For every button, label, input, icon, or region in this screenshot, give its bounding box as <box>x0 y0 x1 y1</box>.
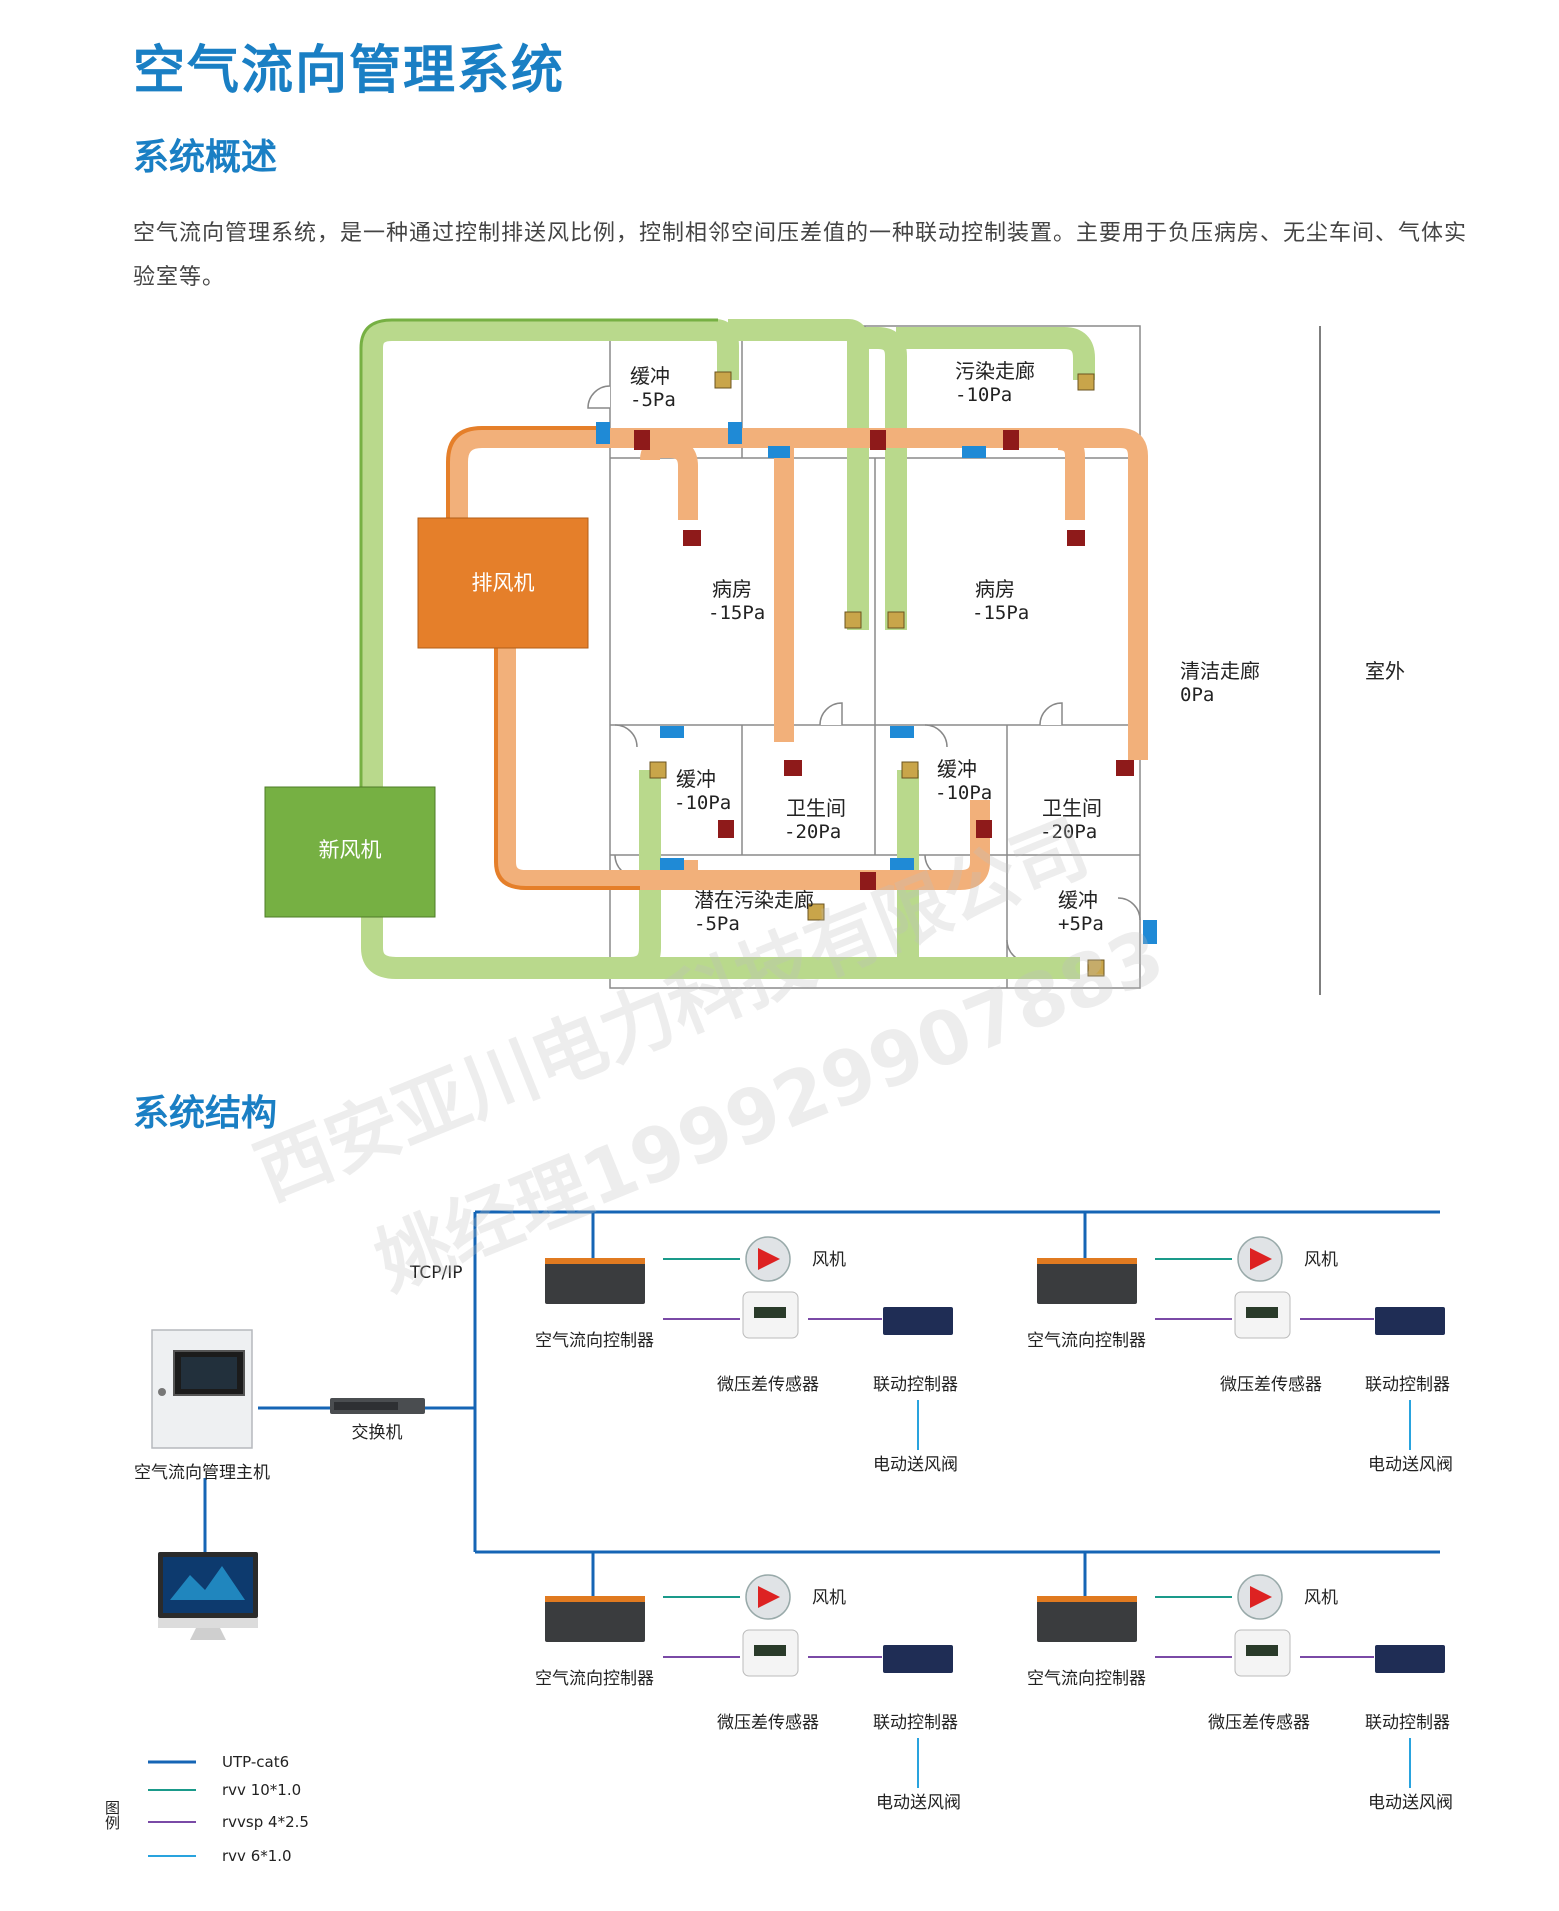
fan-label: 风机 <box>812 1250 846 1270</box>
fan-label: 风机 <box>1304 1588 1338 1608</box>
overview-heading: 系统概述 <box>133 137 278 178</box>
controller-label: 空气流向控制器 <box>1027 1669 1146 1689</box>
sensor-label: 微压差传感器 <box>717 1713 819 1733</box>
airflow-floorplan: 排风机 新风机 缓冲 -5Pa <box>264 318 1405 995</box>
legend-item: UTP-cat6 <box>222 1753 289 1771</box>
room-name: 缓冲 <box>937 757 977 781</box>
room-pressure: -20Pa <box>1040 821 1097 843</box>
room-pressure: -20Pa <box>784 821 841 843</box>
linkage-label: 联动控制器 <box>873 1375 958 1395</box>
exhaust-fan-label: 排风机 <box>472 571 535 595</box>
room-pressure: 0Pa <box>1180 684 1214 706</box>
legend-title: 图例 <box>103 1800 121 1831</box>
linkage-controller-icon <box>1375 1307 1445 1335</box>
room-name: 卫生间 <box>1042 796 1102 820</box>
room-pressure: -10Pa <box>935 782 992 804</box>
legend-item: rvv 6*1.0 <box>222 1847 292 1865</box>
controller-icon <box>545 1262 645 1304</box>
room-labels: 缓冲 -5Pa 污染走廊 -10Pa 病房 -15Pa 病房 -15Pa 缓冲 … <box>630 359 1405 935</box>
page-title: 空气流向管理系统 <box>133 41 566 101</box>
controller-icon <box>1037 1262 1137 1304</box>
structure-heading: 系统结构 <box>133 1093 278 1134</box>
room-name: 缓冲 <box>630 364 670 388</box>
room-pressure: -15Pa <box>972 602 1029 624</box>
room-name: 卫生间 <box>786 796 846 820</box>
fan-label: 风机 <box>812 1588 846 1608</box>
sensor-label: 微压差传感器 <box>1220 1375 1322 1395</box>
sensor-label: 微压差传感器 <box>717 1375 819 1395</box>
controller-label: 空气流向控制器 <box>535 1331 654 1351</box>
linkage-controller-icon <box>883 1307 953 1335</box>
room-name: 室外 <box>1365 659 1405 683</box>
room-pressure: -15Pa <box>708 602 765 624</box>
room-pressure: +5Pa <box>1058 913 1104 935</box>
host-cabinet-icon <box>151 1329 253 1449</box>
room-pressure: -10Pa <box>955 384 1012 406</box>
room-name: 缓冲 <box>1058 888 1098 912</box>
controller-group: 风机 空气流向控制器 微压差传感器 联动控制器 电动送风阀 <box>1027 1236 1453 1475</box>
controller-label: 空气流向控制器 <box>535 1669 654 1689</box>
linkage-label: 联动控制器 <box>873 1713 958 1733</box>
legend: 图例 UTP-cat6 rvv 10*1.0 rvvsp 4*2.5 rvv 6… <box>103 1753 309 1865</box>
controller-label: 空气流向控制器 <box>1027 1331 1146 1351</box>
linkage-controller-icon <box>883 1645 953 1673</box>
legend-item: rvvsp 4*2.5 <box>222 1813 309 1831</box>
valve-label: 电动送风阀 <box>1368 1793 1453 1813</box>
valve-label: 电动送风阀 <box>876 1793 961 1813</box>
room-name: 缓冲 <box>676 767 716 791</box>
linkage-label: 联动控制器 <box>1365 1375 1450 1395</box>
system-structure-diagram: TCP/IP 空气流向管理主机 交换机 风机 空气流向控制器 微压差传感器 <box>103 1210 1453 1865</box>
overview-text: 空气流向管理系统，是一种通过控制排送风比例，控制相邻空间压差值的一种联动控制装置… <box>133 221 1468 290</box>
valve-label: 电动送风阀 <box>873 1455 958 1475</box>
controller-group: 风机 空气流向控制器 微压差传感器 联动控制器 电动送风阀 <box>535 1236 958 1475</box>
controller-icon <box>1037 1600 1137 1642</box>
sensor-label: 微压差传感器 <box>1208 1713 1310 1733</box>
room-name: 污染走廊 <box>955 359 1035 383</box>
controller-group: 风机 空气流向控制器 微压差传感器 联动控制器 电动送风阀 <box>1027 1574 1453 1813</box>
legend-item: rvv 10*1.0 <box>222 1781 301 1799</box>
room-name: 病房 <box>712 577 752 601</box>
linkage-controller-icon <box>1375 1645 1445 1673</box>
controller-icon <box>545 1600 645 1642</box>
room-pressure: -5Pa <box>694 913 740 935</box>
fan-label: 风机 <box>1304 1250 1338 1270</box>
room-name: 病房 <box>975 577 1015 601</box>
monitor-icon <box>158 1552 258 1640</box>
valve-label: 电动送风阀 <box>1368 1455 1453 1475</box>
room-name: 清洁走廊 <box>1180 659 1260 683</box>
room-pressure: -10Pa <box>674 792 731 814</box>
host-label: 空气流向管理主机 <box>134 1463 270 1483</box>
switch-label: 交换机 <box>352 1423 403 1443</box>
protocol-label: TCP/IP <box>409 1263 463 1283</box>
linkage-label: 联动控制器 <box>1365 1713 1450 1733</box>
fresh-fan-label: 新风机 <box>319 838 382 862</box>
network-switch-icon <box>330 1398 425 1414</box>
room-pressure: -5Pa <box>630 389 676 411</box>
room-name: 潜在污染走廊 <box>694 888 814 912</box>
controller-group: 风机 空气流向控制器 微压差传感器 联动控制器 电动送风阀 <box>535 1574 961 1813</box>
